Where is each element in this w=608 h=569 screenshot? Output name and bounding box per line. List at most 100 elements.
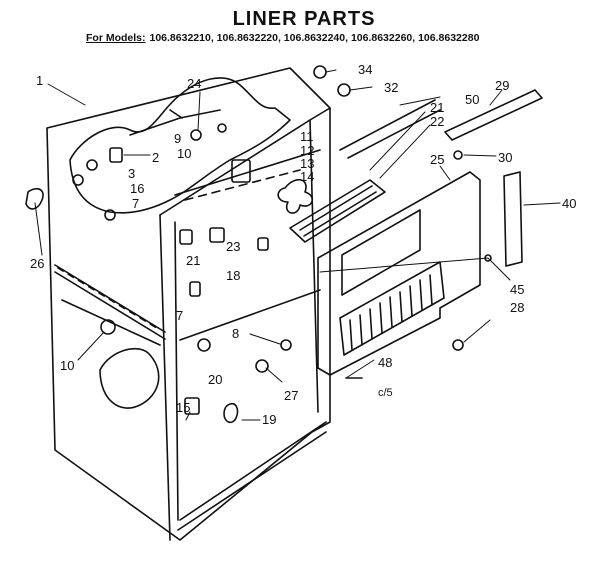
callout-19: 19 [262, 412, 276, 427]
leader-26 [34, 202, 43, 256]
page-title: LINER PARTS [232, 8, 376, 30]
liner-back-outline [46, 67, 331, 541]
part-bushing-24 [217, 123, 227, 133]
leader-40 [523, 202, 561, 206]
part-clip-7-lower [189, 281, 201, 297]
leader-22 [379, 124, 431, 179]
leader-8 [249, 333, 281, 345]
part-air-duct-22 [289, 179, 386, 243]
part-bracket-23 [209, 227, 225, 243]
liner-bottom-rail-2 [177, 431, 327, 531]
part-screw-3 [86, 159, 98, 171]
rail-strip-29 [444, 89, 543, 141]
part-thermostat-10 [100, 319, 116, 335]
grille-frame [339, 261, 445, 356]
shelf-rail-left [61, 299, 161, 346]
part-socket-15 [184, 397, 200, 415]
leader-15 [185, 411, 191, 421]
callout-18: 18 [226, 268, 240, 283]
callout-10-upper: 10 [177, 146, 191, 161]
part-fan-blade-14 [277, 179, 314, 214]
callout-12: 12 [300, 143, 314, 158]
leader-48 [345, 359, 375, 379]
rail-strip-21-top [347, 109, 441, 159]
liner-inner-edge [174, 221, 179, 521]
part-clip-21-left [179, 229, 193, 245]
callout-28: 28 [510, 300, 524, 315]
callout-7-lower: 7 [176, 308, 183, 323]
rail-strips [339, 89, 543, 159]
callout-13: 13 [300, 156, 314, 171]
rear-panel-inner [341, 209, 421, 296]
leader-50 [399, 96, 441, 106]
part-fan-bracket-11 [231, 159, 251, 183]
callout-26: 26 [30, 256, 44, 271]
callout-11: 11 [300, 129, 314, 144]
leader-1 [47, 83, 86, 106]
leader-25 [439, 165, 451, 181]
leader-27 [265, 367, 283, 383]
grille-slats [349, 274, 433, 351]
part-air-duct-22-vents [299, 185, 377, 237]
callout-30: 30 [498, 150, 512, 165]
callout-10-lower: 10 [60, 358, 74, 373]
liner-opening-edge [159, 214, 171, 541]
top-ledge-hatching [184, 169, 301, 201]
part-clip-18 [257, 237, 269, 251]
models-list: 106.8632210, 106.8632220, 106.8632240, 1… [149, 32, 480, 44]
liner-bottom-rail [179, 421, 327, 521]
leader-45 [319, 257, 511, 281]
part-screw-27 [255, 359, 269, 373]
part-nut-34 [313, 65, 327, 79]
part-clip-2 [109, 147, 123, 163]
small-parts [25, 65, 492, 424]
callout-25: 25 [430, 152, 444, 167]
rail-strip-50 [339, 99, 436, 151]
callout-8: 8 [232, 326, 239, 341]
part-nut-32 [337, 83, 351, 97]
callout-40: 40 [562, 196, 576, 211]
leader-28 [463, 319, 491, 343]
callout-16: 16 [130, 181, 144, 196]
shelf-ledge-upper [174, 149, 321, 196]
liner-right-wall [309, 119, 319, 413]
callout-15: 15 [176, 400, 190, 415]
callout-32: 32 [384, 80, 398, 95]
callout-34: 34 [358, 62, 372, 77]
divider-hatching [57, 267, 161, 331]
cabinet-liner [46, 67, 331, 541]
leader-29 [489, 89, 503, 106]
part-screw-30 [453, 150, 463, 160]
leader-lines [34, 69, 561, 421]
evaporator-cover-detail [129, 109, 221, 136]
model-numbers: For Models:106.8632210, 106.8632220, 106… [86, 32, 479, 44]
liner-divider-rail-2 [54, 271, 166, 340]
callout-48: 48 [378, 355, 392, 370]
leader-34 [325, 69, 337, 73]
callout-20: 20 [208, 372, 222, 387]
leader-30 [463, 154, 497, 157]
part-bushing-16 [72, 174, 84, 186]
callout-21-top: 21 [430, 100, 444, 115]
leader-10-lower [77, 331, 105, 361]
part-cap-28 [452, 339, 464, 351]
part-screw-9 [169, 109, 183, 119]
grille-48 [339, 261, 445, 356]
callout-21-lower: 21 [186, 253, 200, 268]
callout-1: 1 [36, 73, 43, 88]
callout-7-upper: 7 [132, 196, 139, 211]
callout-c5: c/5 [378, 387, 393, 399]
part-bulb-19 [223, 402, 239, 424]
callout-24: 24 [187, 76, 201, 91]
vertical-strip-40 [503, 171, 523, 267]
callout-3: 3 [128, 166, 135, 181]
part-drain-tube-26 [25, 188, 44, 210]
liner-divider-rail [54, 264, 166, 333]
part-nut-8 [280, 339, 292, 351]
part-bracket-10-upper [190, 129, 202, 141]
callout-27: 27 [284, 388, 298, 403]
shelf-ledge-mid [179, 289, 321, 341]
callout-45: 45 [510, 282, 524, 297]
